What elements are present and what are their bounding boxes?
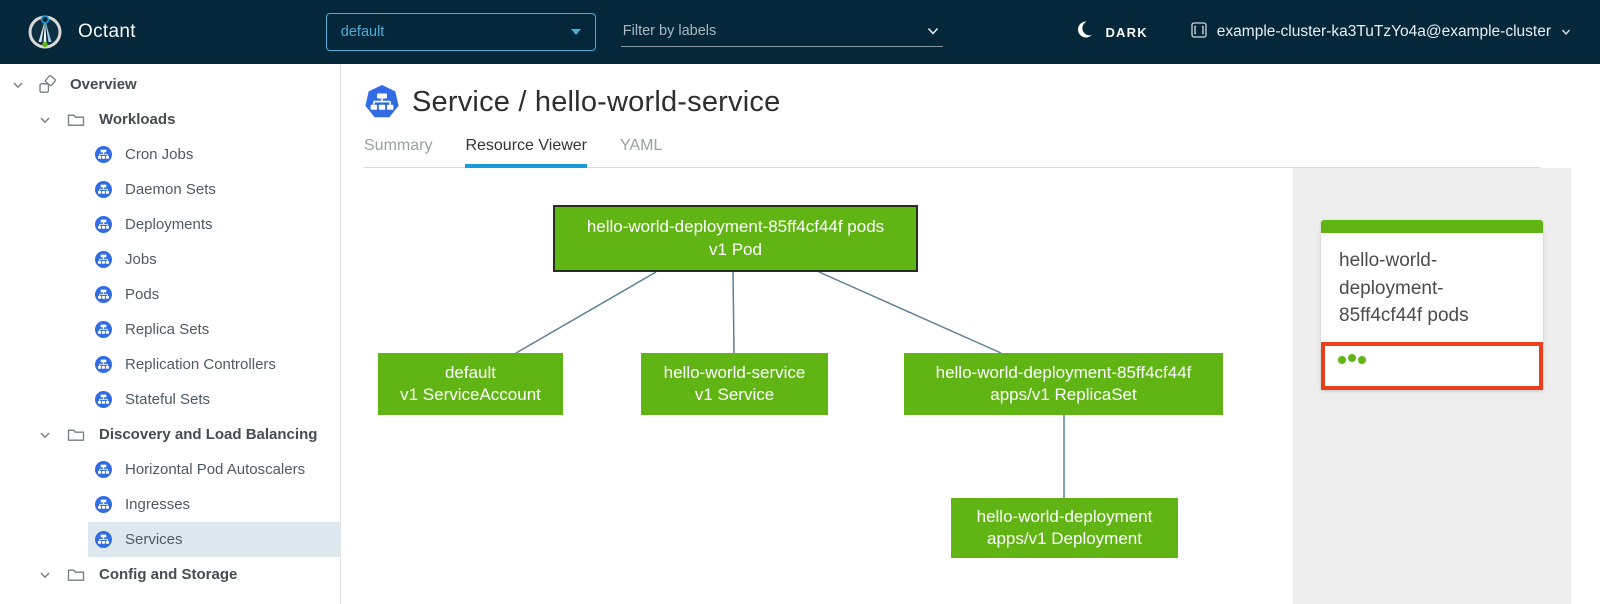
graph-node-replicaset[interactable]: hello-world-deployment-85ff4cf44f apps/v…: [904, 353, 1223, 415]
cluster-selector[interactable]: example-cluster-ka3TuTzYo4a@example-clus…: [1190, 21, 1572, 44]
header-right: DARK example-cluster-ka3TuTzYo4a@example…: [1077, 20, 1572, 44]
sidebar-item-services[interactable]: Services: [88, 522, 340, 557]
detail-card[interactable]: hello-world-deployment-85ff4cf44f pods: [1321, 220, 1543, 390]
sidebar-item-replica-sets[interactable]: Replica Sets: [88, 312, 340, 347]
app-title: Octant: [78, 21, 136, 42]
folder-icon: [67, 566, 85, 584]
moon-icon: [1077, 20, 1098, 44]
caret-down-icon[interactable]: [37, 427, 53, 443]
tab-summary[interactable]: Summary: [364, 137, 433, 154]
tab-yaml[interactable]: YAML: [620, 137, 663, 154]
service-icon: [364, 84, 400, 120]
daemon-sets-icon: [95, 181, 112, 198]
page-header: Service / hello-world-service Summary Re…: [341, 64, 1600, 168]
services-icon: [95, 531, 112, 548]
pod-status-dot: [1358, 355, 1366, 364]
theme-toggle-label: DARK: [1105, 24, 1148, 40]
pod-status-dot: [1338, 355, 1346, 364]
graph-edges: [515, 271, 1065, 498]
deployments-icon: [95, 216, 112, 233]
caret-down-icon[interactable]: [37, 567, 53, 583]
sidebar-item-workloads[interactable]: Workloads: [0, 102, 340, 137]
sidebar-item-overview[interactable]: Overview: [0, 67, 340, 102]
jobs-icon: [95, 251, 112, 268]
folder-icon: [67, 426, 85, 444]
stateful-sets-icon: [95, 391, 112, 408]
sidebar-item-cron-jobs[interactable]: Cron Jobs: [88, 137, 340, 172]
horizontal-pod-autoscalers-icon: [95, 461, 112, 478]
replica-sets-icon: [95, 321, 112, 338]
sidebar-item-config-and-storage[interactable]: Config and Storage: [0, 557, 340, 592]
sidebar-item-pods[interactable]: Pods: [88, 277, 340, 312]
replication-controllers-icon: [95, 356, 112, 373]
pod-status-dot: [1348, 353, 1356, 362]
sidebar-item-horizontal-pod-autoscalers[interactable]: Horizontal Pod Autoscalers: [88, 452, 340, 487]
folder-icon: [67, 111, 85, 129]
tab-resource-viewer[interactable]: Resource Viewer: [465, 137, 587, 168]
chevron-down-icon[interactable]: [925, 23, 941, 44]
cluster-icon: [1190, 21, 1208, 44]
card-status-bar: [1321, 220, 1543, 233]
sidebar-item-deployments[interactable]: Deployments: [88, 207, 340, 242]
namespace-dropdown[interactable]: default: [325, 13, 596, 51]
caret-down-icon[interactable]: [37, 112, 53, 128]
theme-toggle[interactable]: DARK: [1077, 20, 1147, 44]
cluster-caret-icon: [1561, 29, 1571, 36]
detail-card-title: hello-world-deployment-85ff4cf44f pods: [1339, 250, 1469, 327]
pods-icon: [95, 286, 112, 303]
page-title-text: Service / hello-world-service: [412, 85, 781, 118]
filter-by-labels-input[interactable]: [620, 17, 943, 47]
resource-viewer-graph: hello-world-deployment-85ff4cf44f pods v…: [341, 168, 1293, 604]
graph-node-pod[interactable]: hello-world-deployment-85ff4cf44f pods v…: [553, 205, 918, 272]
sidebar-item-daemon-sets[interactable]: Daemon Sets: [88, 172, 340, 207]
cron-jobs-icon: [95, 146, 112, 163]
caret-down-icon[interactable]: [10, 77, 26, 93]
graph-node-deployment[interactable]: hello-world-deployment apps/v1 Deploymen…: [951, 498, 1178, 558]
tab-bar: Summary Resource Viewer YAML: [364, 137, 1540, 168]
sidebar-item-replication-controllers[interactable]: Replication Controllers: [88, 347, 340, 382]
detail-panel: hello-world-deployment-85ff4cf44f pods: [1293, 168, 1571, 604]
cluster-name: example-cluster-ka3TuTzYo4a@example-clus…: [1216, 23, 1551, 40]
page-title: Service / hello-world-service: [364, 84, 1600, 120]
sidebar-item-jobs[interactable]: Jobs: [88, 242, 340, 277]
graph-node-service[interactable]: hello-world-service v1 Service: [641, 353, 828, 415]
sidebar-item-discovery-and-load-balancing[interactable]: Discovery and Load Balancing: [0, 417, 340, 452]
graph-node-serviceaccount[interactable]: default v1 ServiceAccount: [378, 353, 563, 415]
sidebar-nav: Overview Workloads Cron Jobs Daemon Sets…: [0, 64, 341, 604]
sidebar-item-ingresses[interactable]: Ingresses: [88, 487, 340, 522]
dropdown-caret-icon: [570, 29, 581, 35]
ingresses-icon: [95, 496, 112, 513]
pod-status-box[interactable]: [1321, 341, 1543, 390]
sidebar-item-stateful-sets[interactable]: Stateful Sets: [88, 382, 340, 417]
app-header: Octant default DARK: [0, 0, 1600, 64]
octant-logo-icon: [26, 13, 64, 51]
namespace-dropdown-value: default: [340, 24, 385, 40]
label-filter: [620, 17, 943, 47]
main-content: Service / hello-world-service Summary Re…: [341, 64, 1600, 604]
overview-icon: [38, 75, 58, 95]
